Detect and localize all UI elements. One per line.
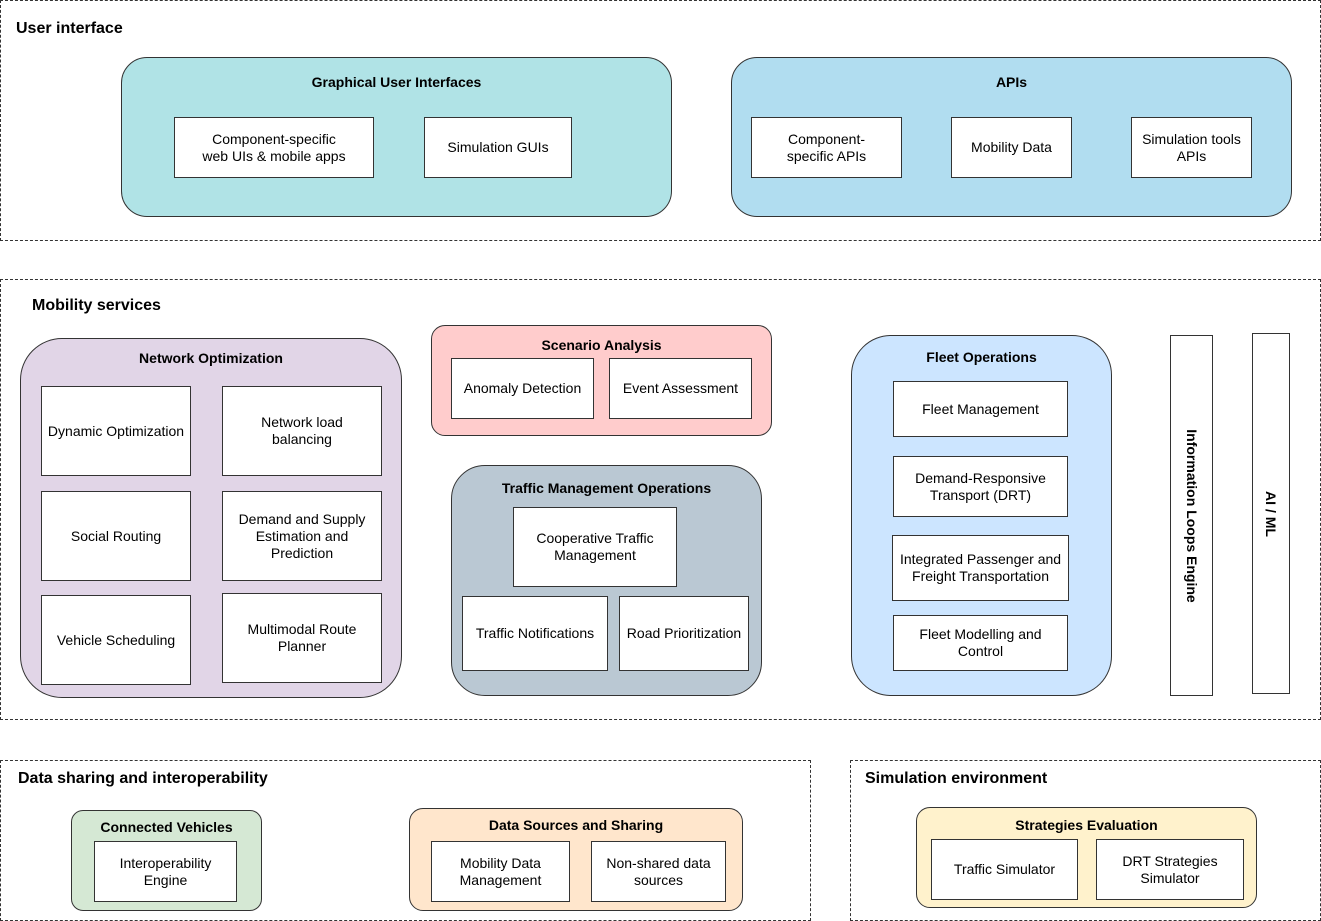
simulation-title: Simulation environment <box>865 770 1048 787</box>
mobility-data-management-box: Mobility Data Management <box>431 841 570 902</box>
dynamic-optimization-box: Dynamic Optimization <box>41 386 191 476</box>
vehicle-scheduling-box: Vehicle Scheduling <box>41 595 191 685</box>
scenario-analysis-title: Scenario Analysis <box>541 337 662 353</box>
scenario-analysis-group: Scenario Analysis Anomaly Detection Even… <box>431 325 772 436</box>
simulation-guis-box: Simulation GUIs <box>424 117 572 178</box>
mobility-services-section: Mobility services Network Optimization D… <box>0 279 1321 720</box>
ai-ml-label: AI / ML <box>1263 490 1279 537</box>
data-sources-group: Data Sources and Sharing Mobility Data M… <box>409 808 743 911</box>
network-optimization-title: Network Optimization <box>139 350 283 366</box>
integrated-passenger-freight-box: Integrated Passenger and Freight Transpo… <box>892 535 1069 601</box>
traffic-management-title: Traffic Management Operations <box>501 480 712 496</box>
fleet-modelling-control-box: Fleet Modelling and Control <box>893 615 1068 671</box>
component-apis-box: Component- specific APIs <box>751 117 902 178</box>
user-interface-title: User interface <box>16 20 123 37</box>
data-sharing-title: Data sharing and interoperability <box>18 770 268 787</box>
ai-ml-box: AI / ML <box>1252 333 1290 694</box>
gui-group-title: Graphical User Interfaces <box>311 74 482 90</box>
traffic-simulator-box: Traffic Simulator <box>931 839 1078 900</box>
road-prioritization-box: Road Prioritization <box>619 596 749 671</box>
strategies-evaluation-title: Strategies Evaluation <box>1015 817 1158 833</box>
interoperability-engine-box: Interoperability Engine <box>94 841 237 902</box>
fleet-operations-title: Fleet Operations <box>926 349 1037 365</box>
apis-group-title: APIs <box>995 74 1028 90</box>
fleet-management-box: Fleet Management <box>893 381 1068 437</box>
network-load-balancing-box: Network load balancing <box>222 386 382 476</box>
traffic-management-group: Traffic Management Operations Cooperativ… <box>451 465 762 696</box>
drt-box: Demand-Responsive Transport (DRT) <box>893 456 1068 517</box>
traffic-notifications-box: Traffic Notifications <box>462 596 608 671</box>
mobility-data-box: Mobility Data <box>951 117 1072 178</box>
anomaly-detection-box: Anomaly Detection <box>451 358 594 419</box>
simulation-tools-apis-box: Simulation tools APIs <box>1131 117 1252 178</box>
user-interface-section: User interface Graphical User Interfaces… <box>0 0 1321 241</box>
connected-vehicles-title: Connected Vehicles <box>100 819 233 835</box>
network-optimization-group: Network Optimization Dynamic Optimizatio… <box>20 338 402 698</box>
drt-strategies-simulator-box: DRT Strategies Simulator <box>1096 839 1244 900</box>
demand-supply-estimation-box: Demand and Supply Estimation and Predict… <box>222 491 382 581</box>
mobility-services-title: Mobility services <box>32 297 161 314</box>
fleet-operations-group: Fleet Operations Fleet Management Demand… <box>851 335 1112 696</box>
strategies-evaluation-group: Strategies Evaluation Traffic Simulator … <box>916 807 1257 908</box>
component-web-uis-box: Component-specific web UIs & mobile apps <box>174 117 374 178</box>
data-sources-title: Data Sources and Sharing <box>488 817 664 833</box>
information-loops-engine-label: Information Loops Engine <box>1183 428 1200 603</box>
event-assessment-box: Event Assessment <box>609 358 752 419</box>
simulation-section: Simulation environment Strategies Evalua… <box>850 760 1321 921</box>
gui-group: Graphical User Interfaces Component-spec… <box>121 57 672 217</box>
non-shared-data-sources-box: Non-shared data sources <box>591 841 726 902</box>
apis-group: APIs Component- specific APIs Mobility D… <box>731 57 1292 217</box>
cooperative-traffic-box: Cooperative Traffic Management <box>513 507 677 587</box>
connected-vehicles-group: Connected Vehicles Interoperability Engi… <box>71 810 262 911</box>
information-loops-engine-box: Information Loops Engine <box>1170 335 1213 696</box>
social-routing-box: Social Routing <box>41 491 191 581</box>
data-sharing-section: Data sharing and interoperability Connec… <box>0 760 811 921</box>
multimodal-route-planner-box: Multimodal Route Planner <box>222 593 382 683</box>
